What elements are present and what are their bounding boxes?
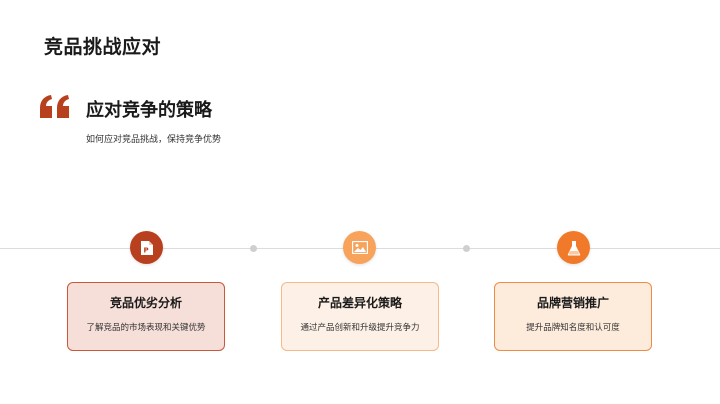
flask-icon: [567, 240, 580, 255]
slide-title: 竞品挑战应对: [44, 36, 162, 58]
card-differentiation-strategy: 产品差异化策略 通过产品创新和升级提升竞争力: [281, 282, 439, 351]
step-1-marker: P: [130, 231, 163, 264]
powerpoint-icon: P: [140, 240, 153, 255]
step-3-marker: [557, 231, 590, 264]
timeline-dot: [250, 245, 257, 252]
svg-text:P: P: [143, 246, 148, 254]
card-title: 产品差异化策略: [317, 296, 402, 310]
card-title: 竞品优劣分析: [109, 296, 182, 310]
card-brand-marketing: 品牌营销推广 提升品牌知名度和认可度: [494, 282, 652, 351]
step-2-marker: [343, 231, 376, 264]
section-subtext: 如何应对竞品挑战，保持竞争优势: [86, 135, 222, 145]
card-description: 了解竞品的市场表现和关键优势: [86, 323, 206, 333]
quote-icon: [40, 95, 69, 118]
card-competitor-analysis: 竞品优劣分析 了解竞品的市场表现和关键优势: [67, 282, 225, 351]
image-icon: [351, 241, 368, 254]
card-description: 提升品牌知名度和认可度: [526, 323, 620, 333]
card-title: 品牌营销推广: [536, 296, 609, 310]
timeline-dot: [463, 245, 470, 252]
card-description: 通过产品创新和升级提升竞争力: [300, 323, 420, 333]
section-heading: 应对竞争的策略: [86, 100, 212, 121]
